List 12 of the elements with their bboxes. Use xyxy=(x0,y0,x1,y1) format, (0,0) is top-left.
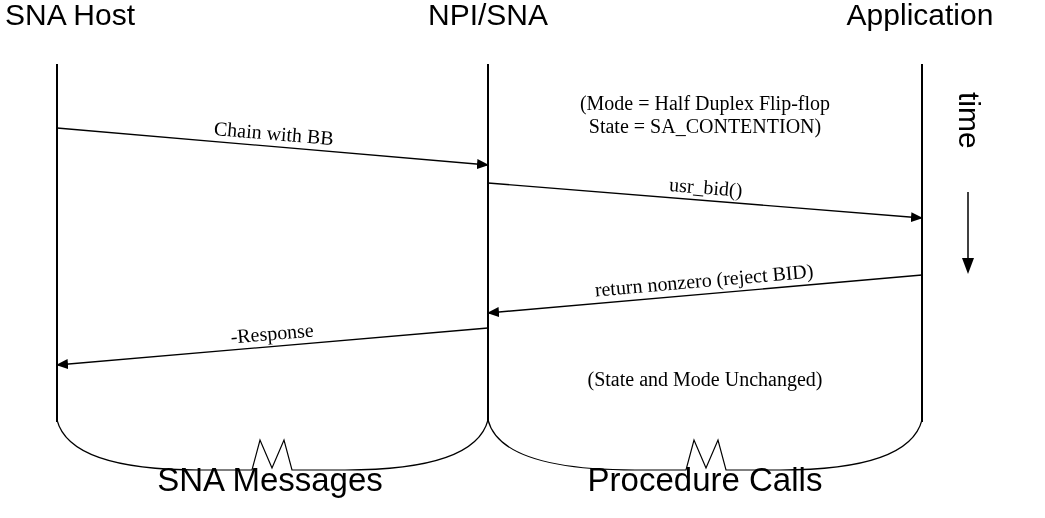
participant-label: SNA Host xyxy=(5,0,137,30)
arrow xyxy=(56,327,489,370)
participant-label: Application xyxy=(845,0,995,30)
arrow xyxy=(56,127,489,170)
participant-label: NPI/SNA xyxy=(427,0,549,30)
arrow xyxy=(487,274,923,317)
state-note: (Mode = Half Duplex Flip-flop State = SA_CONTENTION) xyxy=(578,92,832,138)
section-label: Procedure Calls xyxy=(586,462,824,498)
arrow xyxy=(487,182,923,223)
state-note: (State and Mode Unchanged) xyxy=(586,368,824,391)
section-label: SNA Messages xyxy=(156,462,384,498)
time-label: time xyxy=(953,92,985,149)
